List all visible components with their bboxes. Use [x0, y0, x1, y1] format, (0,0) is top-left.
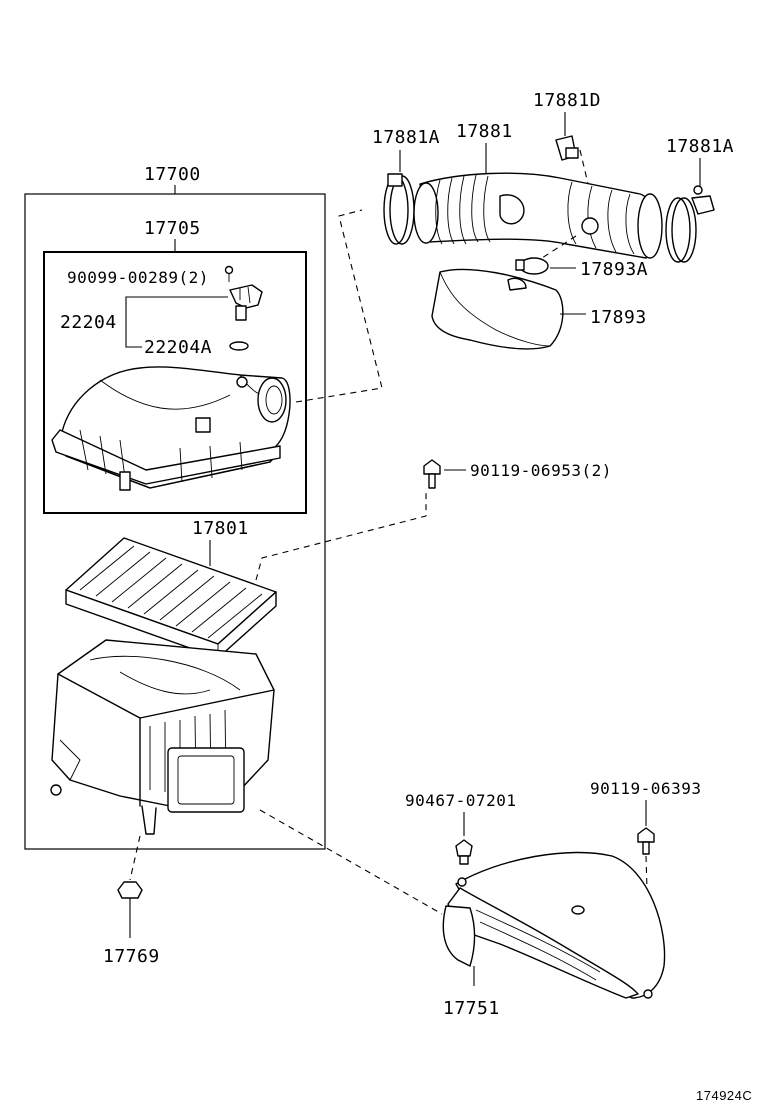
o-ring-22204A: [229, 341, 249, 351]
part-label-22204[interactable]: 22204: [60, 312, 117, 333]
part-label-17893[interactable]: 17893: [590, 307, 647, 328]
air-filter-element-17801: [65, 537, 277, 659]
air-cleaner-cap: [51, 366, 291, 491]
hose-clamp-17881A-right: [665, 185, 715, 263]
part-label-90467-07201[interactable]: 90467-07201: [405, 791, 516, 810]
air-flow-meter-22204: [229, 284, 263, 321]
vsv-17881D: [555, 135, 579, 161]
air-inlet-duct-17751: [442, 851, 666, 999]
intake-hose-17881: [413, 172, 663, 259]
part-label-90119-06393[interactable]: 90119-06393: [590, 779, 701, 798]
part-label-17801[interactable]: 17801: [192, 518, 249, 539]
part-label-17881[interactable]: 17881: [456, 121, 513, 142]
illustration-code: 174924C: [696, 1088, 752, 1103]
part-label-17881A-left[interactable]: 17881A: [372, 127, 440, 148]
part-label-17705[interactable]: 17705: [144, 218, 201, 239]
part-label-17881A-right[interactable]: 17881A: [666, 136, 734, 157]
bolt-90119-06953: [423, 459, 441, 489]
part-label-17881D[interactable]: 17881D: [533, 90, 601, 111]
resonator-17893: [431, 268, 564, 350]
grommet-17769: [117, 881, 143, 899]
part-label-22204A[interactable]: 22204A: [144, 337, 212, 358]
screw-90099-00289: [224, 265, 234, 282]
air-cleaner-case: [50, 639, 275, 835]
hose-clamp-17893A: [515, 257, 549, 275]
part-label-17751[interactable]: 17751: [443, 998, 500, 1019]
part-label-17700[interactable]: 17700: [144, 164, 201, 185]
part-label-17769[interactable]: 17769: [103, 946, 160, 967]
clip-90467-07201: [455, 839, 473, 865]
part-label-17893A[interactable]: 17893A: [580, 259, 648, 280]
bolt-90119-06393: [637, 827, 655, 855]
part-label-90119-06953[interactable]: 90119-06953(2): [470, 461, 612, 480]
hose-clamp-17881A-left: [383, 173, 415, 245]
part-label-90099-00289[interactable]: 90099-00289(2): [67, 268, 209, 287]
